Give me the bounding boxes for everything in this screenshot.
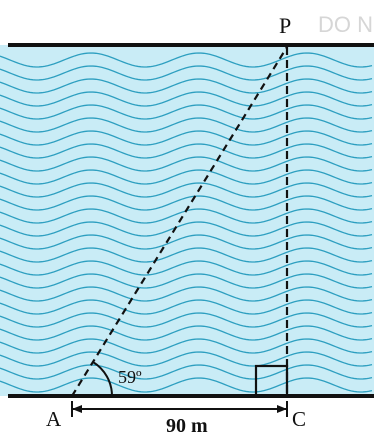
wave-line xyxy=(0,247,373,263)
point-label-P: P xyxy=(279,13,292,38)
wave-line xyxy=(0,312,373,328)
right-angle-marker xyxy=(254,364,289,398)
wave-line xyxy=(0,104,373,120)
wave-line xyxy=(0,117,373,133)
line-of-sight-AP xyxy=(71,46,288,397)
wave-line xyxy=(0,364,373,380)
wave-line xyxy=(0,286,373,302)
distance-label: 90 m xyxy=(166,415,208,437)
wave-line xyxy=(0,221,373,237)
wave-line xyxy=(0,234,373,250)
river-water xyxy=(0,45,374,396)
wave-line xyxy=(0,65,373,81)
wave-line xyxy=(0,182,373,198)
wave-line xyxy=(0,299,373,315)
angle-label: 59º xyxy=(118,367,142,387)
wave-line xyxy=(0,273,373,289)
wave-line xyxy=(0,260,373,276)
wave-line xyxy=(0,325,373,341)
wave-line xyxy=(0,156,373,172)
wave-line xyxy=(0,78,373,94)
point-label-A: A xyxy=(46,407,62,431)
wave-line xyxy=(0,338,373,354)
wave-line xyxy=(0,130,373,146)
watermark-text: DO N xyxy=(318,12,373,37)
wave-line xyxy=(0,52,373,68)
wave-line xyxy=(0,169,373,185)
point-label-C: C xyxy=(292,407,307,431)
wave-line xyxy=(0,91,373,107)
wave-line xyxy=(0,143,373,159)
wave-line xyxy=(0,195,373,211)
angle-arc-A xyxy=(92,361,113,397)
wave-line xyxy=(0,377,373,393)
wave-line xyxy=(0,351,373,367)
